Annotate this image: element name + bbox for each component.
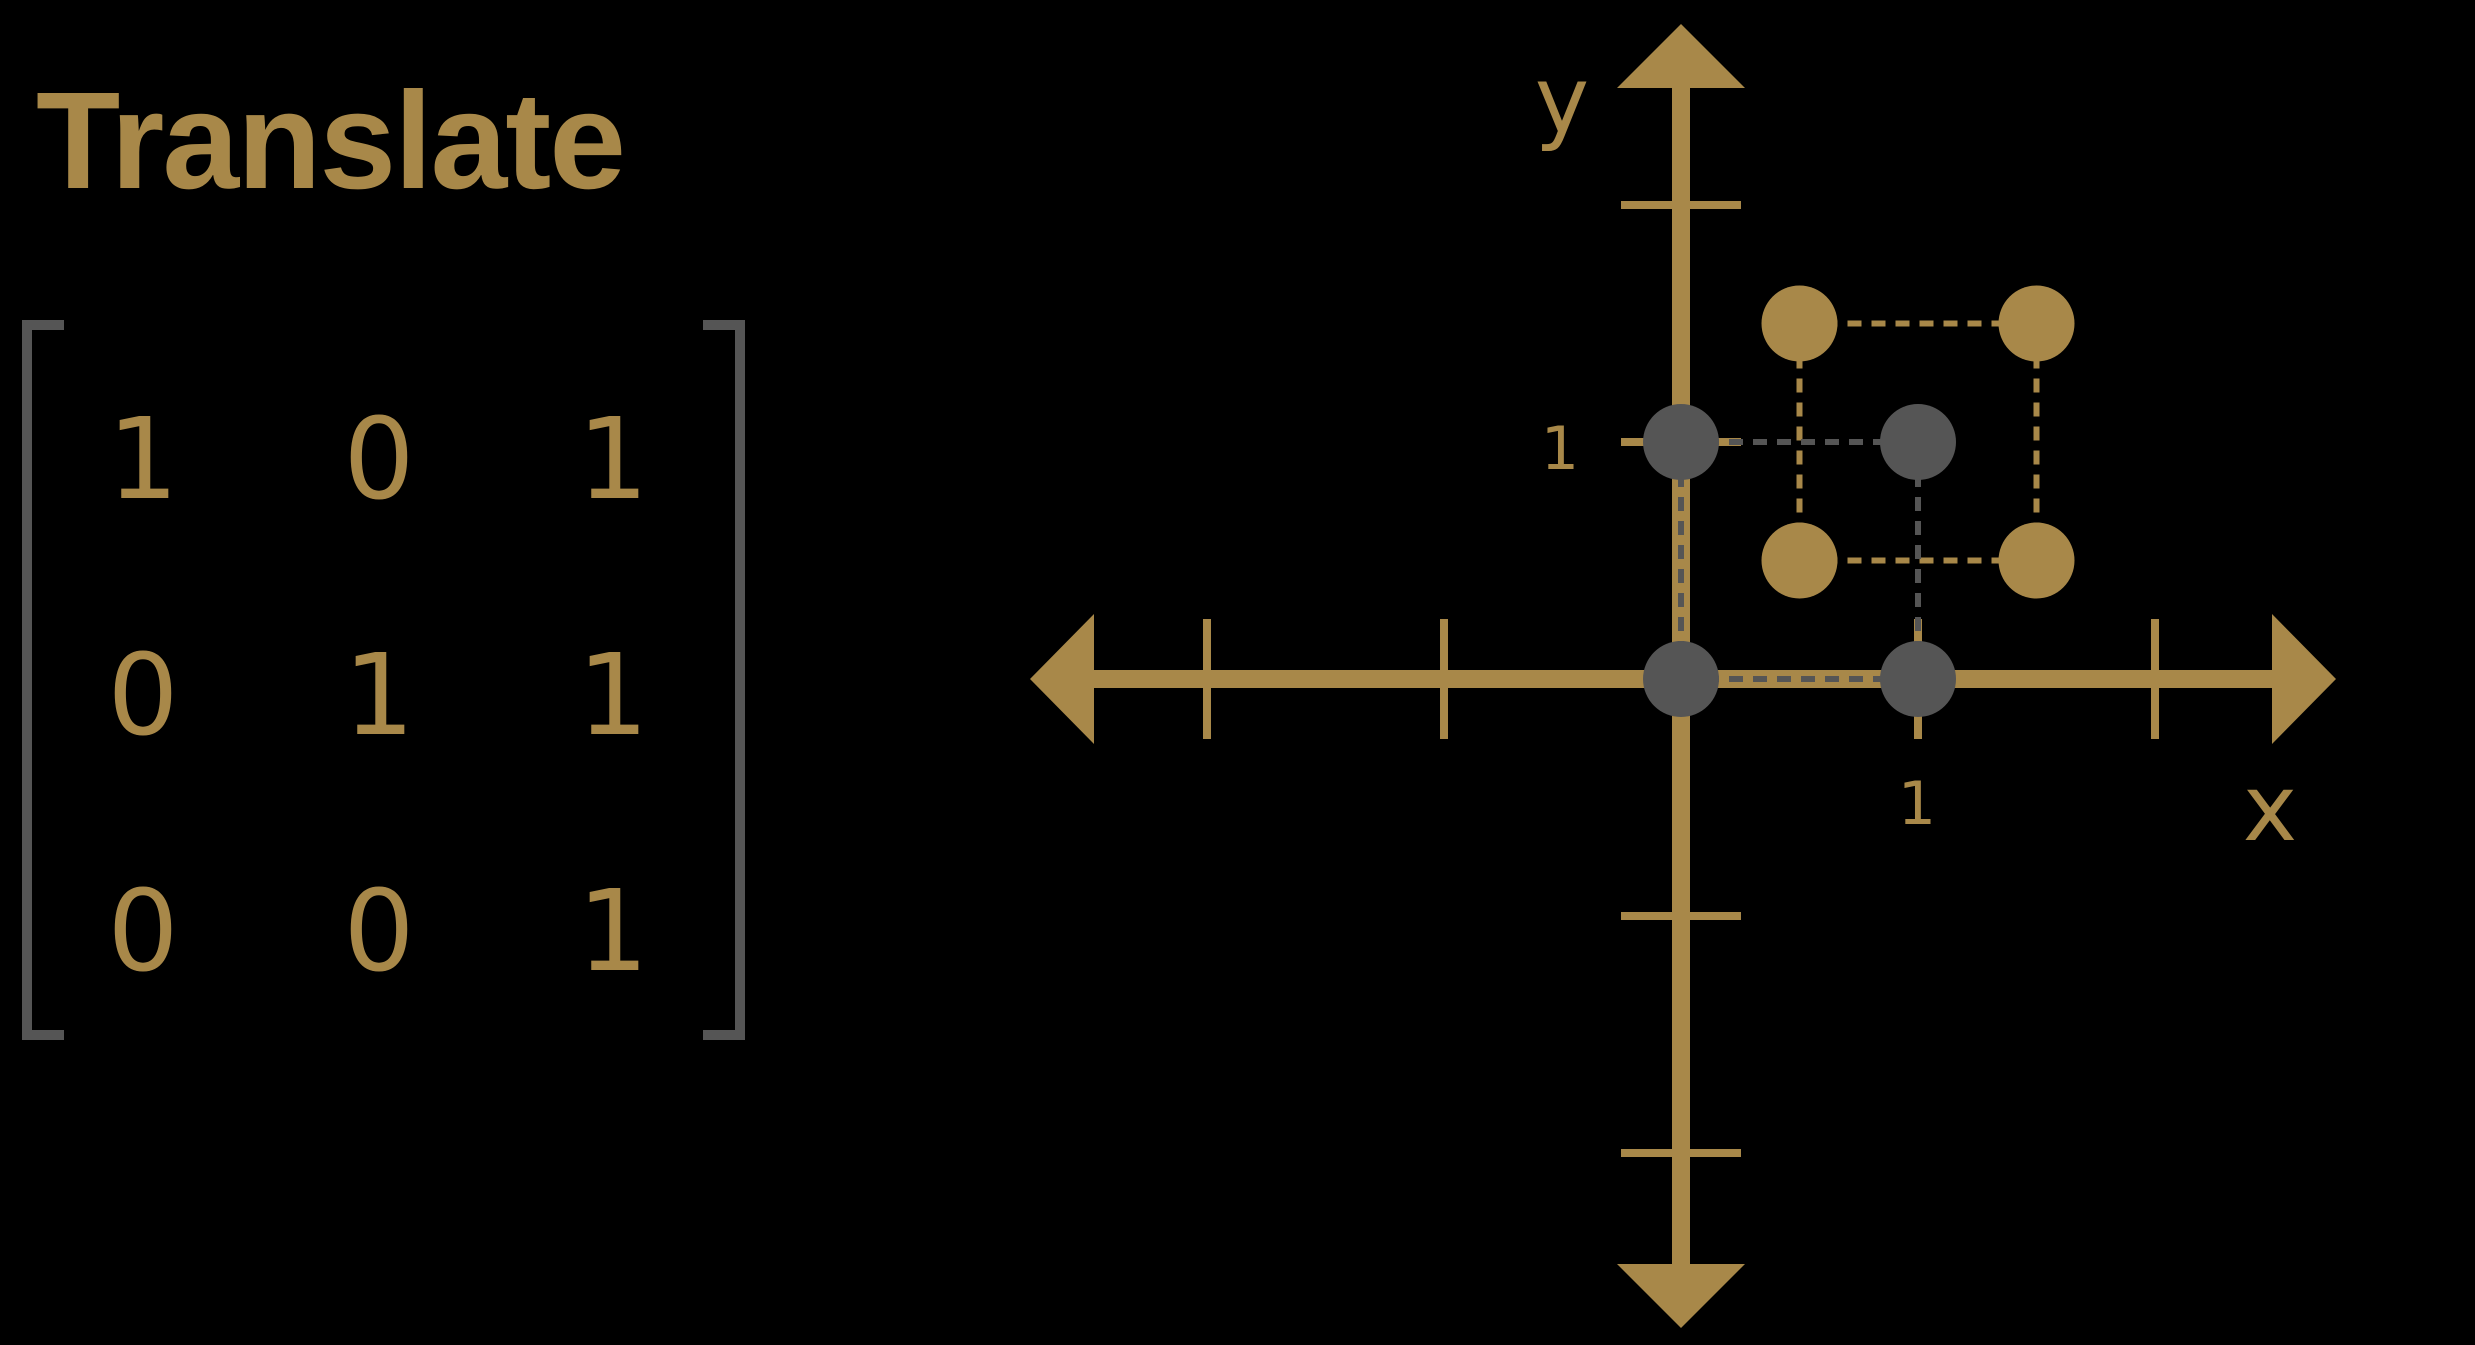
y-axis-bottom-arrowhead (1617, 1264, 1745, 1328)
slide-title: Translate (36, 64, 626, 218)
matrix-cell: 0 (343, 395, 414, 525)
original-point (1880, 641, 1956, 717)
y-axis-label: y (1535, 47, 1589, 154)
translated-point (1761, 285, 1838, 362)
x-axis-right-arrowhead (2272, 614, 2336, 744)
x-axis-label: x (2243, 755, 2297, 862)
original-point (1643, 641, 1719, 717)
translated-point (1998, 522, 2075, 599)
y-tick-label-1: 1 (1541, 414, 1579, 484)
matrix-cell: 0 (107, 631, 178, 761)
matrix: 1 0 1 0 1 1 0 0 1 (22, 320, 745, 1040)
original-square (1643, 404, 1956, 717)
matrix-cell: 1 (577, 395, 648, 525)
y-axis-top-arrowhead (1617, 24, 1745, 88)
matrix-cell: 1 (107, 395, 178, 525)
matrix-cell: 1 (577, 631, 648, 761)
matrix-cell: 1 (577, 867, 648, 997)
original-point (1643, 404, 1719, 480)
matrix-cells: 1 0 1 0 1 1 0 0 1 (107, 395, 648, 997)
axis-ticks (1203, 201, 2159, 1157)
matrix-right-bracket (703, 320, 745, 1040)
x-axis-left-arrowhead (1030, 614, 1094, 744)
translated-point (1761, 522, 1838, 599)
matrix-left-bracket (22, 320, 64, 1040)
x-tick-label-1: 1 (1898, 769, 1936, 839)
translated-point (1998, 285, 2075, 362)
translated-square (1761, 285, 2075, 599)
matrix-cell: 0 (343, 867, 414, 997)
matrix-cell: 0 (107, 867, 178, 997)
matrix-cell: 1 (343, 631, 414, 761)
original-point (1880, 404, 1956, 480)
